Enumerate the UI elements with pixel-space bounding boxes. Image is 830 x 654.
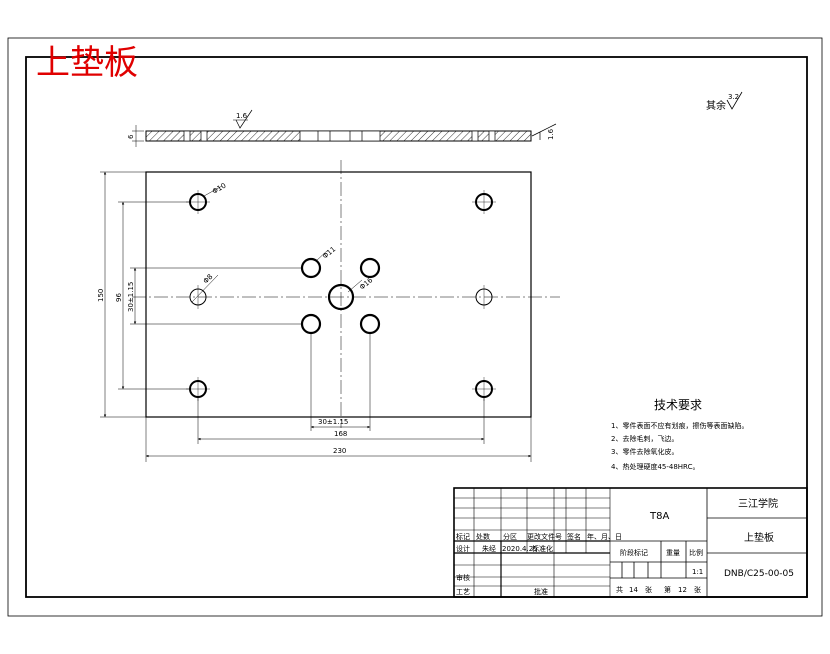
hole-label-center: Φ16 bbox=[358, 276, 375, 292]
tech-item: 3、零件去除氧化皮。 bbox=[611, 447, 678, 456]
tb-designer: 朱经 bbox=[482, 544, 496, 553]
tb-scale-value: 1:1 bbox=[692, 568, 703, 576]
tech-item: 2、去除毛刺，飞边。 bbox=[611, 434, 678, 443]
surface-note: 其余 3.2 bbox=[706, 91, 743, 112]
red-title: 上垫板 bbox=[36, 43, 138, 83]
hole-label-corner: Φ10 bbox=[211, 182, 227, 196]
tb-material: T8A bbox=[649, 511, 669, 522]
tb-design-date: 2020.4.25 bbox=[502, 545, 538, 553]
inner-frame bbox=[25, 56, 808, 598]
tb-design-label: 设计 bbox=[456, 544, 470, 553]
hole-small bbox=[359, 313, 381, 335]
tb-review-label: 审核 bbox=[456, 573, 470, 582]
tb-header: 标记 bbox=[456, 532, 470, 541]
tb-weight-label: 重量 bbox=[666, 549, 680, 557]
hole-small bbox=[300, 257, 322, 279]
plate-top-view: Φ10 Φ11 Φ8 Φ16 230 168 30±1.15 bbox=[97, 160, 560, 462]
dim-hole-span-v: 96 bbox=[115, 293, 123, 302]
tb-header: 签名 bbox=[567, 532, 581, 541]
tb-header: 更改文件号 bbox=[527, 532, 562, 541]
dim-hole-span-h: 168 bbox=[334, 430, 347, 438]
roughness-right-icon bbox=[531, 123, 557, 140]
hole-small bbox=[359, 257, 381, 279]
hole-label-small: Φ11 bbox=[321, 245, 337, 260]
side-view: 6 1.6 1.6 bbox=[127, 109, 557, 147]
dim-inner-span-h: 30±1.15 bbox=[318, 418, 348, 426]
roughness-icon bbox=[726, 91, 743, 110]
tb-scale-label: 比例 bbox=[689, 548, 703, 557]
roughness-right-value: 1.6 bbox=[547, 128, 555, 140]
dim-width-total: 230 bbox=[333, 447, 346, 455]
tech-requirements: 技术要求 1、零件表面不应有划痕，擦伤等表面缺陷。 2、去除毛刺，飞边。 3、零… bbox=[611, 398, 748, 471]
tech-item: 1、零件表面不应有划痕，擦伤等表面缺陷。 bbox=[611, 421, 748, 430]
hole-small bbox=[300, 313, 322, 335]
tech-item: 4、热处理硬度45-48HRC。 bbox=[611, 462, 699, 471]
tb-total-label: 共 bbox=[616, 585, 623, 594]
tb-total-unit: 张 bbox=[645, 585, 652, 594]
tb-approve-label: 批准 bbox=[534, 587, 548, 596]
roughness-left-icon bbox=[235, 109, 253, 129]
surface-note-value: 3.2 bbox=[728, 93, 739, 101]
tb-standardize-label: 标准化 bbox=[532, 544, 553, 553]
tb-drawing-no: DNB/C25-00-05 bbox=[724, 569, 794, 579]
hole-label-side: Φ8 bbox=[202, 273, 215, 286]
tb-sheet-number: 12 bbox=[678, 586, 687, 594]
tb-header: 处数 bbox=[476, 532, 490, 541]
tb-part-name: 上垫板 bbox=[744, 531, 774, 544]
surface-note-label: 其余 bbox=[706, 99, 726, 112]
outer-frame bbox=[7, 37, 823, 617]
tb-process-label: 工艺 bbox=[456, 588, 470, 596]
tb-sheet-unit: 张 bbox=[694, 585, 701, 594]
hole-center bbox=[327, 283, 355, 311]
dim-inner-span-v: 30±1.15 bbox=[127, 282, 135, 312]
thickness-label: 6 bbox=[127, 134, 135, 139]
tb-total-sheets: 14 bbox=[629, 586, 638, 594]
tech-title: 技术要求 bbox=[654, 398, 702, 412]
tb-sheet-label: 第 bbox=[664, 585, 671, 594]
tb-stage-label: 阶段标记 bbox=[620, 548, 648, 557]
tb-header: 分区 bbox=[503, 532, 517, 541]
tb-header: 年、月、日 bbox=[587, 532, 622, 541]
dim-height-total: 150 bbox=[97, 289, 105, 302]
roughness-left-value: 1.6 bbox=[236, 112, 248, 120]
title-block: 标记 处数 分区 更改文件号 签名 年、月、日 设计 朱经 2020.4.25 … bbox=[453, 487, 808, 598]
tb-company: 三江学院 bbox=[738, 497, 778, 510]
